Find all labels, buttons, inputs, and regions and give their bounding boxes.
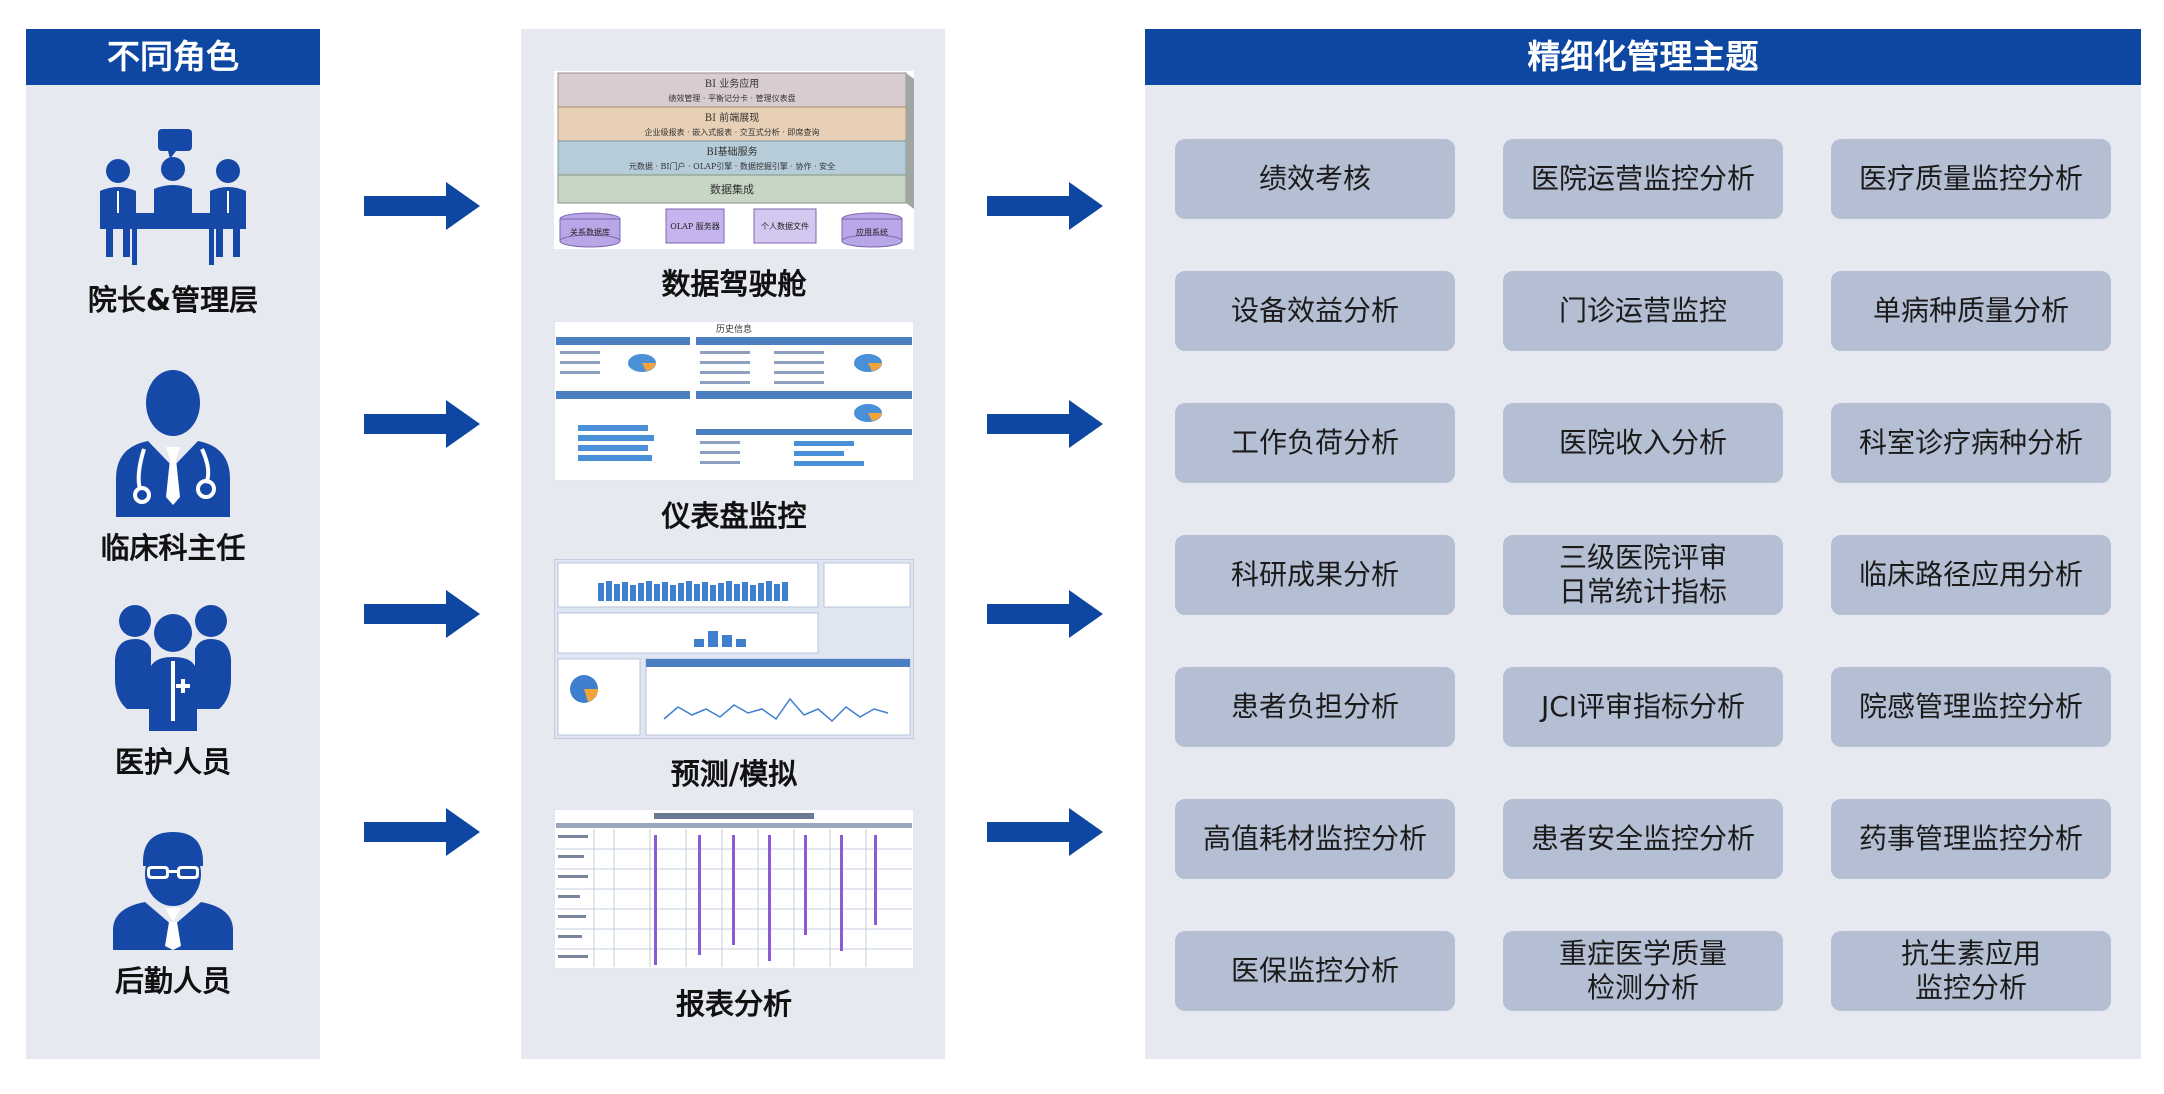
role-management: 院长&管理层 [26,129,320,319]
role-label: 医护人员 [114,745,231,779]
topic-clinical-pathway[interactable]: 临床路径应用分析 [1831,535,2111,615]
layer-subline: 元数据 · BI门户 · OLAP引擎 · 数据挖掘引擎 · 协作 · 安全 [629,161,835,171]
roles-panel: 不同角色 [26,29,320,1059]
source-label: 应用系统 [856,227,888,237]
topic-patient-safety[interactable]: 患者安全监控分析 [1503,799,1783,879]
topic-research-output[interactable]: 科研成果分析 [1175,535,1455,615]
layer-label: BI 前端展现 [705,111,759,124]
topic-antibiotic-usage[interactable]: 抗生素应用 监控分析 [1831,931,2111,1011]
tools-panel: BI 业务应用 绩效管理 · 平衡记分卡 · 管理仪表盘 BI 前端展现 企业级… [521,29,945,1059]
right-arrow-icon [987,590,1103,638]
topic-high-value-consumables[interactable]: 高值耗材监控分析 [1175,799,1455,879]
topic-medical-quality[interactable]: 医疗质量监控分析 [1831,139,2111,219]
role-label: 院长&管理层 [87,283,259,317]
topic-icu-quality[interactable]: 重症医学质量 检测分析 [1503,931,1783,1011]
topic-outpatient-operations[interactable]: 门诊运营监控 [1503,271,1783,351]
topic-department-diseases[interactable]: 科室诊疗病种分析 [1831,403,2111,483]
right-arrow-icon [987,182,1103,230]
layer-label: BI基础服务 [706,145,757,158]
tool-label: 数据驾驶舱 [661,267,807,301]
topic-infection-control[interactable]: 院感管理监控分析 [1831,667,2111,747]
topic-grid: 绩效考核 医院运营监控分析 医疗质量监控分析 设备效益分析 门诊运营监控 单病种… [1175,139,2111,1011]
topic-equipment-benefit[interactable]: 设备效益分析 [1175,271,1455,351]
report-table-thumbnail [554,809,914,969]
topic-medical-insurance[interactable]: 医保监控分析 [1175,931,1455,1011]
topic-performance-appraisal[interactable]: 绩效考核 [1175,139,1455,219]
topic-hospital-income[interactable]: 医院收入分析 [1503,403,1783,483]
role-label: 后勤人员 [114,964,231,998]
topics-header: 精细化管理主题 [1145,29,2141,85]
dashboard-title: 历史信息 [716,323,752,335]
source-label: OLAP 服务器 [670,221,720,231]
forecast-thumbnail [554,559,914,739]
source-label: 关系数据库 [570,227,610,237]
source-label: 个人数据文件 [761,221,809,231]
topic-single-disease-quality[interactable]: 单病种质量分析 [1831,271,2111,351]
role-medical-staff: 医护人员 [26,599,320,781]
tool-forecast: 预测/模拟 [554,559,914,793]
doctor-stethoscope-icon [116,370,230,517]
tool-dashboard: 历史信息 [554,321,914,535]
layer-label: BI 业务应用 [705,77,759,90]
tool-report: 报表分析 [554,809,914,1023]
topics-panel: 精细化管理主题 绩效考核 医院运营监控分析 医疗质量监控分析 设备效益分析 门诊… [1145,29,2141,1059]
right-arrow-icon [987,400,1103,448]
role-clinical-director: 临床科主任 [26,367,320,567]
roles-header: 不同角色 [26,29,320,85]
role-label: 临床科主任 [100,531,246,565]
tool-label: 预测/模拟 [670,757,798,791]
right-arrow-icon [364,182,480,230]
topic-jci-indicators[interactable]: JCI评审指标分析 [1503,667,1783,747]
bi-architecture-thumbnail: BI 业务应用 绩效管理 · 平衡记分卡 · 管理仪表盘 BI 前端展现 企业级… [554,71,914,249]
topic-workload[interactable]: 工作负荷分析 [1175,403,1455,483]
layer-label: 数据集成 [710,182,754,196]
staff-worker-icon [113,832,233,950]
layer-subline: 绩效管理 · 平衡记分卡 · 管理仪表盘 [668,93,795,103]
topic-pharmacy-management[interactable]: 药事管理监控分析 [1831,799,2111,879]
dashboard-thumbnail: 历史信息 [554,321,914,481]
right-arrow-icon [364,400,480,448]
meeting-group-icon [100,129,246,265]
right-arrow-icon [364,808,480,856]
role-logistics: 后勤人员 [26,822,320,1000]
right-arrow-icon [987,808,1103,856]
tool-label: 仪表盘监控 [661,499,807,533]
tool-label: 报表分析 [675,987,792,1021]
topic-patient-burden[interactable]: 患者负担分析 [1175,667,1455,747]
topic-tertiary-review-indicators[interactable]: 三级医院评审 日常统计指标 [1503,535,1783,615]
right-arrow-icon [364,590,480,638]
medical-staff-icon [115,605,231,731]
layer-subline: 企业级报表 · 嵌入式报表 · 交互式分析 · 即席查询 [645,127,820,137]
tool-data-cockpit: BI 业务应用 绩效管理 · 平衡记分卡 · 管理仪表盘 BI 前端展现 企业级… [554,71,914,303]
topic-hospital-operations[interactable]: 医院运营监控分析 [1503,139,1783,219]
